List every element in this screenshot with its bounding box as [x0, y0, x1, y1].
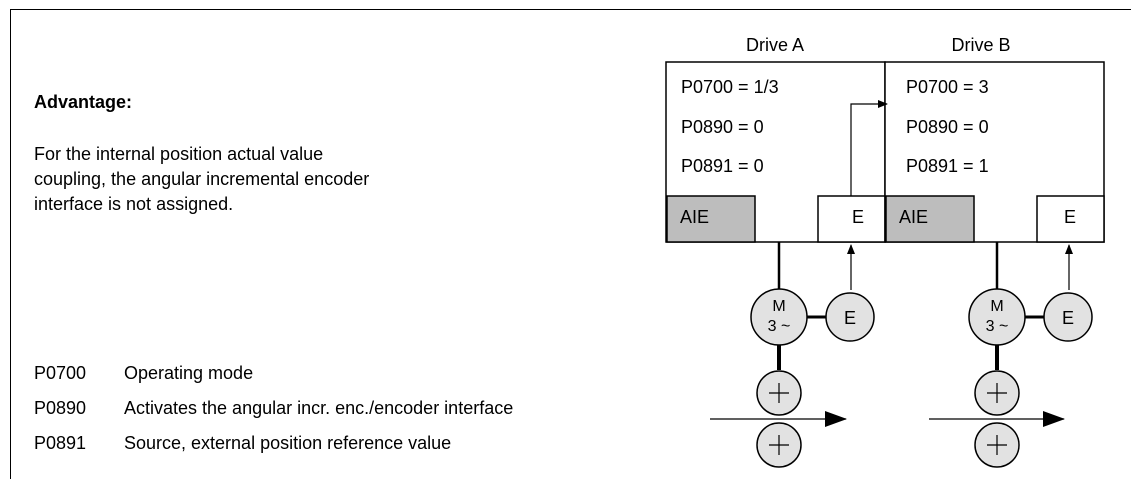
encoder-icon [825, 292, 875, 342]
advantage-title: Advantage: [34, 92, 133, 112]
motor-phase-label: 3 ~ [986, 318, 1009, 335]
encoder-interface-label: E [852, 207, 864, 227]
encoder-interface [1036, 195, 1105, 243]
encoder-interface-label: E [1064, 207, 1076, 227]
parameter-description: Activates the angular incr. enc./encoder… [124, 398, 514, 418]
advantage-line: interface is not assigned. [34, 194, 234, 214]
parameter-row: P0891 Source, external position referenc… [34, 426, 513, 461]
drive-param: P0891 = 1 [906, 156, 989, 176]
drive-b: Drive B P0700 = 3 P0890 = 0 P0891 = 1 AI… [884, 35, 1105, 468]
parameter-legend: P0700 Operating mode P0890 Activates the… [34, 356, 513, 461]
encoder-icon [1043, 292, 1093, 342]
drive-param: P0700 = 1/3 [681, 77, 779, 97]
parameter-row: P0890 Activates the angular incr. enc./e… [34, 391, 513, 426]
drive-param: P0890 = 0 [906, 117, 989, 137]
parameter-code: P0700 [34, 363, 87, 383]
drive-param: P0700 = 3 [906, 77, 989, 97]
aie-interface [885, 195, 975, 243]
advantage-line: For the internal position actual value [34, 144, 324, 164]
frame-top-border [10, 9, 1131, 10]
parameter-row: P0700 Operating mode [34, 356, 513, 391]
advantage-line: coupling, the angular incremental encode… [34, 169, 370, 189]
encoder-interface [817, 195, 886, 243]
parameter-description: Source, external position reference valu… [124, 433, 452, 453]
advantage-text: For the internal position actual value c… [34, 142, 454, 217]
drive-a: Drive A P0700 = 1/3 P0890 = 0 P0891 = 0 … [665, 35, 886, 468]
encoder-label: E [1062, 308, 1074, 328]
motor-phase-label: 3 ~ [768, 318, 791, 335]
parameter-code: P0891 [34, 433, 87, 453]
parameter-code: P0890 [34, 398, 87, 418]
drive-label: Drive B [951, 35, 1010, 55]
motor-label: M [772, 298, 785, 315]
drive-param: P0891 = 0 [681, 156, 764, 176]
aie-interface [666, 195, 756, 243]
drive-param: P0890 = 0 [681, 117, 764, 137]
position-coupling-arrow [850, 100, 888, 196]
encoder-label: E [844, 308, 856, 328]
frame-left-border [10, 9, 11, 479]
aie-label: AIE [899, 207, 928, 227]
drive-label: Drive A [746, 35, 804, 55]
aie-label: AIE [680, 207, 709, 227]
motor-label: M [990, 298, 1003, 315]
parameter-description: Operating mode [124, 363, 254, 383]
